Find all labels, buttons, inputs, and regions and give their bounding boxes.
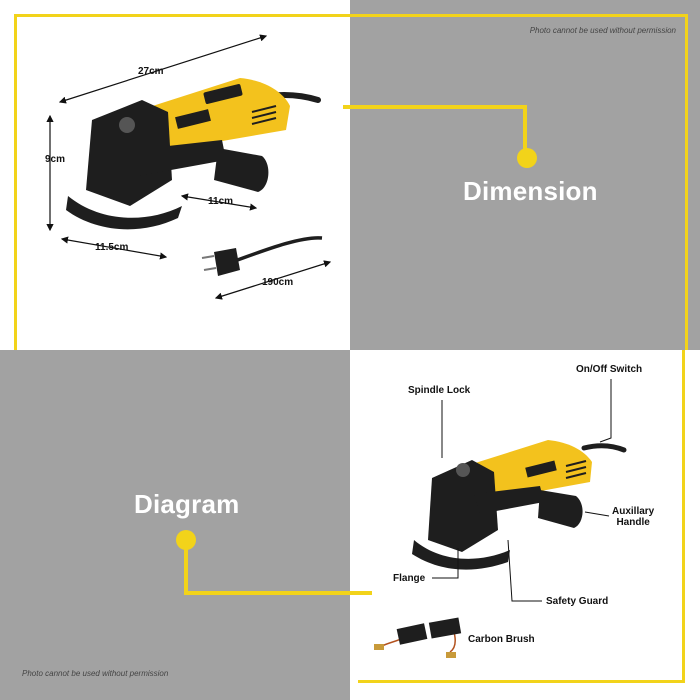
length-label: 27cm: [138, 66, 164, 77]
diagram-heading: Diagram: [134, 489, 240, 519]
diagram-title-panel: [0, 350, 350, 700]
handle-label: 11cm: [208, 196, 234, 207]
spindle-lock-label: Spindle Lock: [408, 385, 471, 396]
safety-guard-label: Safety Guard: [546, 596, 609, 607]
width-label: 11.5cm: [95, 242, 129, 253]
carbon-brush-label: Carbon Brush: [468, 634, 535, 645]
dimension-title-panel: [350, 0, 700, 350]
carbon-brush-icon: [374, 617, 462, 658]
diagram-connector: [184, 540, 372, 595]
angle-grinder-diagram-icon: [412, 440, 627, 570]
diagram-connector-dot: [176, 530, 196, 550]
height-label: 9cm: [45, 154, 66, 165]
permission-notice-bottom: Photo cannot be used without permission: [22, 669, 169, 678]
part-leader-lines: [432, 379, 612, 602]
on-off-switch-label: On/Off Switch: [576, 364, 643, 375]
flange-label: Flange: [393, 573, 426, 584]
auxiliary-handle-label-line1: Auxillary: [612, 506, 655, 517]
cord-label: 190cm: [262, 277, 294, 288]
dimension-connector-dot: [517, 148, 537, 168]
angle-grinder-top-icon: [66, 78, 321, 230]
handle-arrow: [180, 193, 258, 211]
permission-notice-top: Photo cannot be used without permission: [529, 26, 676, 35]
auxiliary-handle-label: Auxillary Handle: [612, 506, 654, 528]
cord-arrow: [214, 260, 332, 300]
length-arrow: [58, 34, 268, 104]
dimension-connector: [343, 105, 527, 157]
auxiliary-handle-label-line2: Handle: [616, 517, 650, 528]
dimension-heading: Dimension: [463, 176, 598, 206]
width-arrow: [60, 236, 168, 260]
